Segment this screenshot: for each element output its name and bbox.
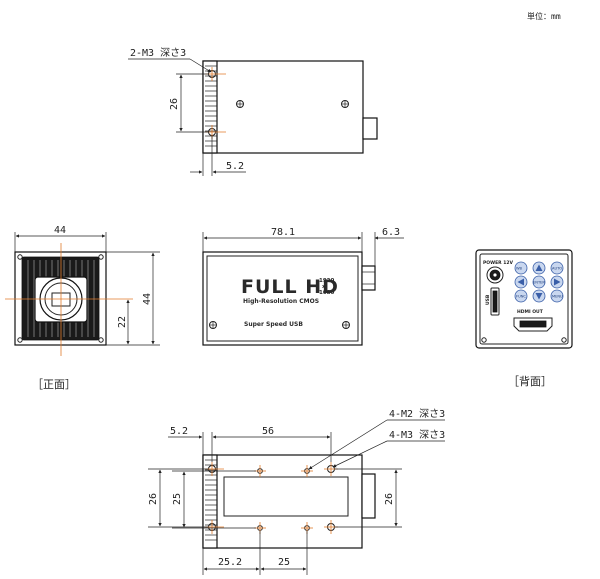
top-view-dim-offset: 5.2 [226,161,244,172]
button-menu[interactable] [550,289,564,303]
bottom-view: 4-M2 深さ3 4-M3 深さ3 5.2 56 26 25 26 25. [148,408,445,575]
button-func[interactable] [514,289,528,303]
button-label-menu: MENU [552,295,563,299]
button-label-enter: ENTER [533,281,545,285]
button-enter[interactable] [532,275,546,289]
button-wb[interactable] [514,261,528,275]
front-view-dim-height: 44 [142,293,153,305]
side-view-body [202,251,363,346]
bottom-view-plate [223,476,349,517]
button-auto[interactable] [550,261,564,275]
side-view-dim-connector: 6.3 [382,227,400,238]
side-view-screw [342,321,350,329]
bottom-view-m3-hole [205,520,224,534]
bottom-view-m3-hole [205,462,224,476]
button-label-func: FUNC [516,295,526,299]
top-view-screw [236,100,244,108]
bottom-view-m2-hole [301,465,313,477]
front-view: 44 44 22 ［正面］ [5,225,160,391]
button-label-wb: WB [516,267,523,271]
bottom-view-callout-m3: 4-M3 深さ3 [389,429,445,441]
rear-view-caption: ［背面］ [508,374,552,388]
bottom-view-dim-offset: 5.2 [170,426,188,437]
top-view-body [202,60,364,154]
side-view: FULL HD 1920 x 1080 High-Resolution CMOS… [202,227,404,346]
top-view-dim-height: 26 [169,98,180,110]
logo-main: FULL HD [241,276,339,298]
unit-label: 単位：mm [527,11,561,21]
bottom-view-dim-pitch: 56 [262,426,274,437]
hdmi-label: HDMI OUT [517,309,544,315]
bottom-view-dim-bottom-b: 25 [278,557,290,568]
rear-view: POWER 12V USB WB AUTO ENTER FUNC MENU [475,249,573,388]
logo-res-top: 1920 [319,278,334,284]
logo-sub: High-Resolution CMOS [243,298,319,305]
bottom-view-fins [202,454,218,549]
usb-label: USB [485,294,491,305]
bottom-view-dim-outer: 26 [148,493,159,505]
bottom-view-rear-connector [361,473,376,519]
top-view-callout: 2-M3 深さ3 [130,47,186,59]
side-view-dim-length: 78.1 [271,227,295,238]
front-view-dim-width: 44 [54,225,66,236]
bottom-view-dim-inner: 25 [172,493,183,505]
top-view-fins [202,60,218,154]
power-connector [486,266,504,284]
logo-res-x: x [322,284,326,290]
bottom-view-callout-m2: 4-M2 深さ3 [389,408,445,420]
bottom-view-dim-right: 26 [384,493,395,505]
side-view-screw [209,321,217,329]
bottom-view-dim-bottom-a: 25.2 [218,557,242,568]
bottom-view-body [202,454,363,549]
top-view-screw [341,100,349,108]
logo-res-bottom: 1080 [319,290,334,296]
button-label-auto: AUTO [552,267,562,271]
usb-port [490,287,500,316]
power-label: POWER 12V [483,260,513,266]
top-view: 2-M3 深さ3 26 5.2 [128,47,378,176]
hdmi-port [513,317,553,332]
front-view-caption: ［正面］ [32,378,76,391]
side-view-rear-connector [361,265,376,291]
button-pad: WB AUTO ENTER FUNC MENU [514,261,564,303]
top-view-rear-connector [362,117,378,140]
front-view-dim-center: 22 [117,316,128,328]
logo-bottom: Super Speed USB [244,321,303,328]
